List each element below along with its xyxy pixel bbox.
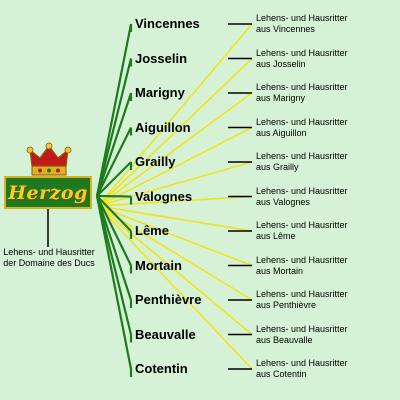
vassal-name: Grailly xyxy=(135,154,176,169)
vassal-name: Valognes xyxy=(135,188,193,204)
knight-link-line xyxy=(97,161,253,207)
knights-label-line2: aus Valognes xyxy=(256,196,310,207)
vassal-link-line xyxy=(95,92,133,197)
lord-title: Herzog xyxy=(8,181,88,204)
vassal-name: Mortain xyxy=(135,257,182,273)
vassal-link-line xyxy=(96,194,132,198)
knight-link-line xyxy=(97,92,253,207)
knight-link-line xyxy=(97,205,253,370)
vassal-name: Vincennes xyxy=(135,16,200,31)
vassal-name: Penthièvre xyxy=(135,292,202,307)
crown-icon xyxy=(26,142,72,176)
knights-label-line1: Lehens- und Hausritter xyxy=(256,116,348,127)
knight-link-line xyxy=(97,205,253,267)
vassal-link-line xyxy=(96,195,132,232)
vassal-name: Beauvalle xyxy=(135,326,196,342)
vassal-link-line xyxy=(96,161,132,197)
knights-label-line2: aus Josselin xyxy=(256,58,306,69)
knights-label-line2: aus Aiguillon xyxy=(256,127,307,138)
knight-link-line xyxy=(97,126,253,207)
knights-label-line1: Lehens- und Hausritter xyxy=(256,47,348,58)
knight-link-line xyxy=(97,23,253,207)
knights-label-line1: Lehens- und Hausritter xyxy=(256,185,348,196)
vassal-name: Marigny xyxy=(135,85,185,100)
vassal-link-line xyxy=(95,195,133,335)
knights-label-line1: Lehens- und Hausritter xyxy=(256,13,348,23)
knight-link-line xyxy=(97,205,253,232)
knights-label-line1: Lehens- und Hausritter xyxy=(256,358,348,368)
vassal-link-line xyxy=(95,195,133,301)
vassal-name: Aiguillon xyxy=(135,119,191,135)
vassal-link-line xyxy=(95,195,133,370)
knights-label-line2: aus Lême xyxy=(256,231,296,241)
vassal-name: Lême xyxy=(135,223,169,238)
vassal-link-line xyxy=(95,58,133,197)
vassal-name: Josselin xyxy=(135,50,188,66)
knights-label-line2: aus Mortain xyxy=(256,265,304,276)
knights-label-line2: aus Grailly xyxy=(256,162,299,172)
knight-link-line xyxy=(97,195,253,207)
knight-link-line xyxy=(97,205,253,301)
knights-label-line1: Lehens- und Hausritter xyxy=(256,323,348,334)
vassal-link-line xyxy=(96,195,132,266)
knights-label-line1: Lehens- und Hausritter xyxy=(256,289,348,299)
vassal-link-line xyxy=(95,23,133,197)
domain-knights-note: Lehens- und Hausritter der Domaine des D… xyxy=(0,247,98,269)
domain-note-line2: der Domaine des Ducs xyxy=(3,258,95,268)
knights-label-line1: Lehens- und Hausritter xyxy=(256,220,348,230)
vassal-link-line xyxy=(96,127,132,197)
herzog-banner: Herzog xyxy=(4,176,92,209)
knight-link-line xyxy=(97,57,253,207)
knights-label-line1: Lehens- und Hausritter xyxy=(256,82,348,92)
knights-label-line2: aus Marigny xyxy=(256,93,306,103)
vassal-name: Cotentin xyxy=(135,361,188,376)
knight-link-line xyxy=(97,205,253,336)
knights-label-line2: aus Vincennes xyxy=(256,24,315,34)
knights-label-line2: aus Penthièvre xyxy=(256,300,317,310)
knights-label-line1: Lehens- und Hausritter xyxy=(256,151,348,161)
knights-label-line2: aus Beauvalle xyxy=(256,334,313,345)
knights-label-line2: aus Cotentin xyxy=(256,369,307,379)
domain-note-line1: Lehens- und Hausritter xyxy=(3,247,95,257)
knights-label-line1: Lehens- und Hausritter xyxy=(256,254,348,265)
